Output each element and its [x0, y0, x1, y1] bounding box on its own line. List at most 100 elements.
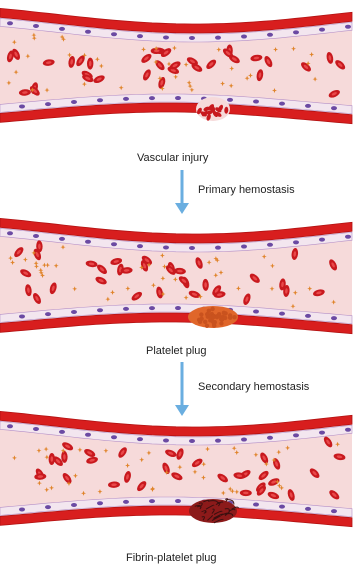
aggregated-platelet	[203, 320, 207, 324]
endothelial-nucleus	[319, 431, 325, 435]
endothelial-nucleus	[85, 240, 91, 244]
endothelial-nucleus	[163, 245, 169, 249]
endothelial-nucleus	[215, 246, 221, 250]
endothelial-nucleus	[97, 501, 103, 505]
endothelial-nucleus	[33, 427, 39, 431]
aggregated-platelet	[211, 319, 215, 323]
endothelial-nucleus	[45, 505, 51, 509]
step-label-primary-hemostasis: Primary hemostasis	[198, 184, 295, 196]
arrow-secondary-hemostasis	[175, 362, 189, 416]
endothelial-nucleus	[215, 439, 221, 443]
endothelial-nucleus	[175, 306, 181, 310]
aggregated-platelet	[217, 314, 221, 318]
vessel-panel-vascular-injury	[0, 8, 353, 123]
endothelial-nucleus	[345, 235, 351, 239]
endothelial-nucleus	[267, 436, 273, 440]
endothelial-nucleus	[215, 36, 221, 40]
endothelial-nucleus	[345, 25, 351, 29]
endothelial-nucleus	[137, 34, 143, 38]
endothelial-nucleus	[331, 106, 337, 110]
endothelial-nucleus	[253, 100, 259, 104]
endothelial-nucleus	[123, 97, 129, 101]
endothelial-nucleus	[241, 438, 247, 442]
endothelial-nucleus	[71, 310, 77, 314]
endothelial-nucleus	[111, 242, 117, 246]
aggregated-platelet	[228, 313, 232, 317]
aggregated-platelet	[198, 320, 202, 324]
endothelial-nucleus	[137, 244, 143, 248]
endothelial-nucleus	[19, 507, 25, 511]
endothelial-nucleus	[253, 503, 259, 507]
endothelial-nucleus	[7, 424, 13, 428]
aggregated-platelet	[223, 316, 227, 320]
endothelial-nucleus	[189, 246, 195, 250]
aggregated-platelet	[219, 321, 223, 325]
endothelial-nucleus	[19, 314, 25, 318]
endothelial-nucleus	[123, 500, 129, 504]
endothelial-nucleus	[293, 30, 299, 34]
endothelial-nucleus	[189, 439, 195, 443]
endothelial-nucleus	[163, 438, 169, 442]
endothelial-nucleus	[331, 316, 337, 320]
aggregated-platelet	[205, 324, 209, 328]
endothelial-nucleus	[163, 35, 169, 39]
endothelial-nucleus	[149, 96, 155, 100]
step-label-secondary-hemostasis: Secondary hemostasis	[198, 381, 309, 393]
aggregated-platelet	[222, 311, 226, 315]
endothelial-nucleus	[253, 310, 259, 314]
endothelial-nucleus	[33, 234, 39, 238]
endothelial-nucleus	[85, 30, 91, 34]
endothelial-nucleus	[279, 505, 285, 509]
endothelial-nucleus	[59, 27, 65, 31]
endothelial-nucleus	[97, 98, 103, 102]
endothelial-nucleus	[149, 306, 155, 310]
endothelial-nucleus	[175, 499, 181, 503]
endothelial-nucleus	[279, 102, 285, 106]
endothelial-nucleus	[293, 433, 299, 437]
endothelial-nucleus	[59, 237, 65, 241]
endothelial-nucleus	[111, 435, 117, 439]
endothelial-nucleus	[7, 21, 13, 25]
endothelial-nucleus	[267, 243, 273, 247]
arrow-primary-hemostasis	[175, 170, 189, 214]
endothelial-nucleus	[319, 28, 325, 32]
endothelial-nucleus	[175, 96, 181, 100]
endothelial-nucleus	[241, 35, 247, 39]
endothelial-nucleus	[149, 499, 155, 503]
stage-label-fibrin-platelet-plug: Fibrin-platelet plug	[126, 552, 217, 564]
aggregated-platelet	[232, 315, 236, 319]
endothelial-nucleus	[45, 312, 51, 316]
endothelial-nucleus	[293, 240, 299, 244]
endothelial-nucleus	[267, 33, 273, 37]
vessel-panel-fibrin-platelet-plug	[0, 411, 353, 526]
aggregated-platelet	[207, 309, 211, 313]
endothelial-nucleus	[305, 104, 311, 108]
endothelial-nucleus	[319, 238, 325, 242]
aggregated-platelet	[211, 315, 215, 319]
endothelial-nucleus	[123, 307, 129, 311]
endothelial-nucleus	[189, 36, 195, 40]
endothelial-nucleus	[137, 437, 143, 441]
endothelial-nucleus	[331, 509, 337, 513]
stage-label-vascular-injury: Vascular injury	[137, 152, 208, 164]
endothelial-nucleus	[241, 245, 247, 249]
endothelial-nucleus	[85, 433, 91, 437]
endothelial-nucleus	[97, 308, 103, 312]
endothelial-nucleus	[45, 102, 51, 106]
endothelial-nucleus	[7, 231, 13, 235]
endothelial-nucleus	[345, 428, 351, 432]
endothelial-nucleus	[33, 24, 39, 28]
endothelial-nucleus	[19, 104, 25, 108]
aggregated-platelet	[210, 307, 214, 311]
endothelial-nucleus	[59, 430, 65, 434]
endothelial-nucleus	[279, 312, 285, 316]
endothelial-nucleus	[71, 503, 77, 507]
aggregated-platelet	[199, 312, 203, 316]
endothelial-nucleus	[305, 314, 311, 318]
vessel-panel-platelet-plug	[0, 218, 353, 333]
endothelial-nucleus	[227, 98, 233, 102]
endothelial-nucleus	[111, 32, 117, 36]
stage-label-platelet-plug: Platelet plug	[146, 345, 207, 357]
endothelial-nucleus	[305, 507, 311, 511]
